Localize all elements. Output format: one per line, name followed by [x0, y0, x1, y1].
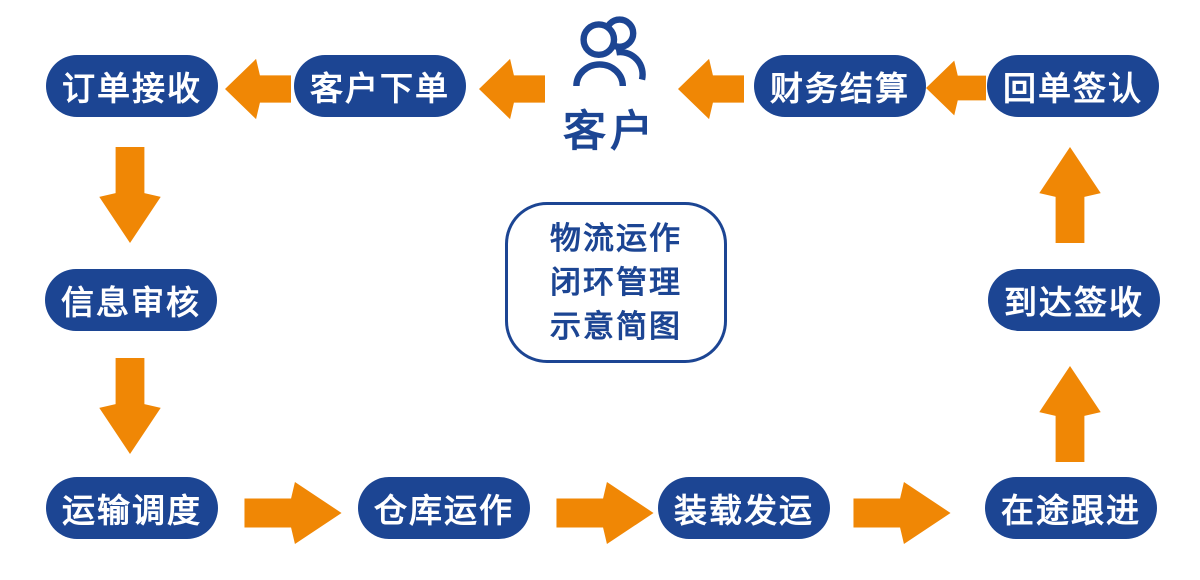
- arrow-transport-dispatch-to-warehouse-operation: [244, 480, 342, 546]
- center-title-box: 物流运作 闭环管理 示意简图: [505, 202, 727, 363]
- node-finance-settlement: 财务结算: [754, 55, 926, 117]
- arrow-order-receiving-to-info-review: [97, 147, 163, 243]
- customer-label: 客户: [563, 108, 657, 156]
- arrow-receipt-sign-to-finance-settlement: [926, 57, 986, 119]
- arrow-info-review-to-transport-dispatch: [97, 358, 163, 454]
- arrow-loading-shipping-to-in-transit-tracking: [853, 480, 951, 546]
- two-people-icon: [570, 12, 650, 101]
- node-info-review: 信息审核: [45, 269, 217, 331]
- node-warehouse-operation: 仓库运作: [358, 477, 530, 539]
- arrow-customer-order-to-order-receiving: [225, 56, 291, 122]
- arrow-in-transit-tracking-to-arrival-sign: [1037, 366, 1103, 462]
- node-loading-shipping: 装载发运: [658, 477, 830, 539]
- center-title-line-2: 闭环管理: [550, 264, 682, 300]
- node-arrival-sign: 到达签收: [988, 269, 1160, 331]
- node-customer-order: 客户下单: [294, 55, 466, 117]
- node-in-transit-tracking: 在途跟进: [985, 477, 1157, 539]
- node-transport-dispatch: 运输调度: [46, 477, 218, 539]
- node-receipt-sign: 回单签认: [987, 55, 1159, 117]
- arrow-customer-to-customer-order: [479, 56, 545, 122]
- center-title-line-3: 示意简图: [550, 308, 682, 344]
- arrow-warehouse-operation-to-loading-shipping: [556, 480, 654, 546]
- arrow-arrival-sign-to-receipt-sign: [1037, 147, 1103, 243]
- arrow-finance-settlement-to-customer: [678, 56, 744, 122]
- center-title-line-1: 物流运作: [550, 220, 682, 256]
- customer-node: 客户: [540, 12, 680, 159]
- node-order-receiving: 订单接收: [46, 55, 218, 117]
